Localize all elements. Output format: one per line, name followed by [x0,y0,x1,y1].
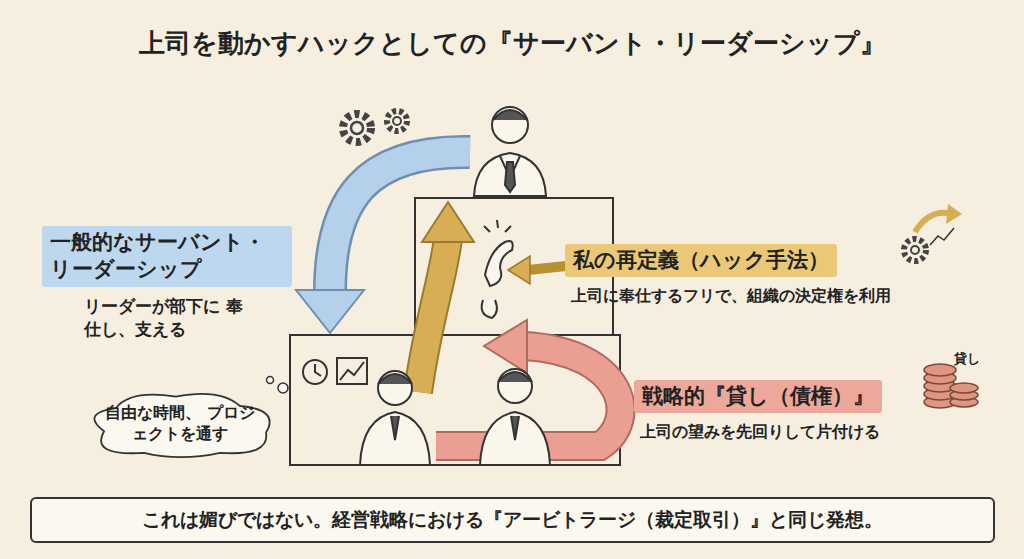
boss-figure-part [474,153,546,196]
blue-arrow-part [296,290,364,333]
gold-arrow-part [422,202,474,242]
employee-figure-part [511,416,519,440]
gear-trend-icon-part [904,239,926,261]
highlight-band: 戦略的『貸し（債権）』上司の望みを先回りして片付ける [634,380,882,444]
arm-icon-part [485,241,513,286]
thought-dots-part [278,383,288,393]
employee-figure-part [498,369,532,403]
thought-dots-part [267,377,274,384]
gear-trend-icon [904,204,962,261]
employee-figure-part [498,372,532,382]
arm-icon-part [482,300,497,318]
clock-chart-icon [303,358,367,384]
gold-arrow-part [418,238,448,392]
band-heading: 戦略的『貸し（債権）』 [634,380,882,413]
boss-figure [474,107,546,196]
boss-figure-part [505,162,515,192]
caption-box: これは媚びではない。経営戦略における『アービトラージ（裁定取引）』と同じ発想。 [30,497,995,543]
highlight-band: 私の再定義（ハック手法） 上司に奉仕するフリで、組織の決定権を利用 [565,244,891,308]
title-text: 上司を動かすハックとしての『サーバント・リーダーシップ』 [0,26,1024,61]
employee-figure-part [360,412,430,465]
gear-trend-icon-part [946,204,962,224]
band-body: 上司の望みを先回りして片付ける [640,421,882,443]
band-heading: 私の再定義（ハック手法） [565,244,837,277]
desk-frame-part [290,335,620,465]
clock-chart-icon-part [303,360,327,384]
gold-arrow-part [418,238,448,392]
arm-icon-part [484,220,511,232]
boss-figure-part [493,110,527,120]
boss-figure-part [492,107,528,143]
gold-arrow [418,202,474,392]
employee-figure [360,369,550,465]
gear-trend-icon-part [930,228,954,245]
band-heading: 一般的なサーバント・リーダーシップ [42,226,292,287]
clock-chart-icon-part [340,362,364,380]
clock-chart-icon-part [337,358,367,384]
thought-bubble: 自由な時間、 プロジェクトを通す [80,388,280,460]
small-gold-arrow-part [528,266,566,270]
band-body: 上司に奉仕するフリで、組織の決定権を利用 [571,285,891,307]
band-body: リーダーが部下に 奉仕し、支える [84,295,244,343]
pink-arrow-part [484,320,527,373]
coin-label: 貸し [954,350,980,368]
gear-icon-part [393,117,401,125]
gear-icon [343,111,407,142]
cloud-shape [94,394,269,457]
coin-stack-part [924,364,956,376]
clock-chart-icon-part [315,364,321,376]
employee-figure-part [378,371,412,405]
employee-figure-part [391,416,399,440]
gear-icon-part [343,114,371,142]
employee-figure-part [378,374,412,384]
thought-dots [267,377,289,394]
bubble-text: 自由な時間、 プロジェクトを通す [105,403,255,445]
caption-text: これは媚びではない。経営戦略における『アービトラージ（裁定取引）』と同じ発想。 [142,507,883,533]
gear-trend-icon-part [911,246,919,254]
gear-icon-part [387,111,407,131]
coin-stack-part [950,383,978,393]
highlight-band: 一般的なサーバント・リーダーシップリーダーが部下に 奉仕し、支える [42,226,292,342]
arm-icon [482,220,513,318]
small-gold-arrow [508,256,566,284]
small-gold-arrow-part [508,256,530,284]
coin-stack [924,364,978,408]
bubble-body: 自由な時間、 プロジェクトを通す [80,388,280,460]
employee-figure-part [480,412,550,465]
gear-icon-part [351,122,363,134]
